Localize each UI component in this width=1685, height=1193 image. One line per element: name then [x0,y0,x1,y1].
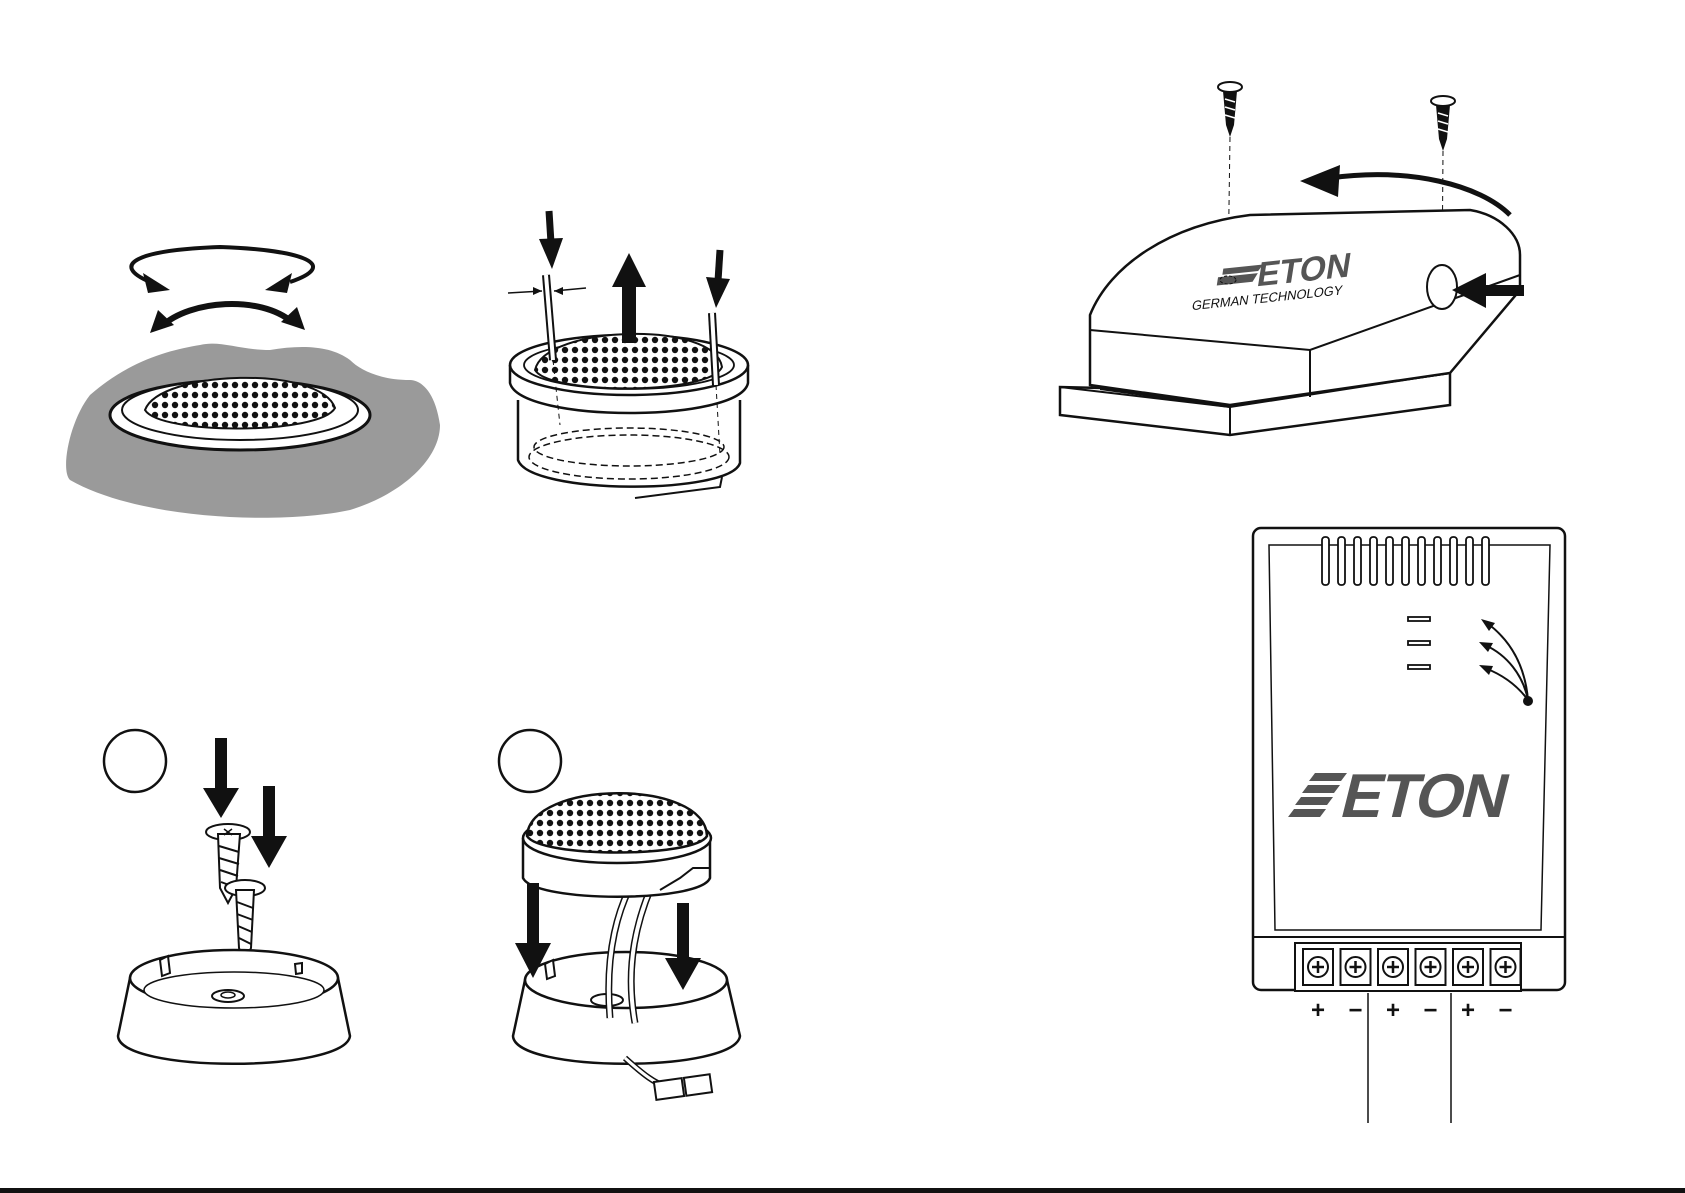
tweeter-grille [527,793,707,852]
speaker-connector [654,1078,684,1100]
mounting-screw-icon [1218,82,1242,137]
down-arrow-icon [706,250,730,308]
arrowhead-right [265,273,292,293]
mounting-screw-icon [1431,96,1455,151]
crossover-front-panel-illustration: ETON +−+−+− [1245,525,1570,1125]
page-bottom-rule [0,1188,1685,1193]
rotate-lid-arrow-icon [1330,175,1510,215]
terminal-polarity-label: + [1386,997,1400,1024]
step-circle [104,730,166,792]
front-panel-brand: ETON [1335,762,1515,831]
tweeter-surface-mount-illustration [50,230,450,530]
down-arrow-icon [203,738,239,818]
terminal-polarity-label: − [1423,997,1437,1024]
terminal-polarity-label: − [1498,997,1512,1024]
down-arrow-icon [251,786,287,868]
step-circle [499,730,561,792]
rotate-arrow-icon [131,247,313,282]
terminal-polarity-label: − [1348,997,1362,1024]
cup-screw-mount-illustration [100,728,380,1088]
arrowhead-left [143,273,170,293]
twist-arrow-icon [162,304,292,326]
terminal-polarity-label: + [1311,997,1325,1024]
down-arrow-icon [539,211,563,269]
crossover-case [1253,528,1565,990]
up-arrow-icon [612,253,646,343]
tweeter-into-cup-illustration [495,728,795,1128]
terminal-polarity-label: + [1461,997,1475,1024]
tweeter-removal-illustration [490,195,780,525]
crossover-box-illustration: ETON GERMAN TECHNOLOGY [1050,75,1560,485]
